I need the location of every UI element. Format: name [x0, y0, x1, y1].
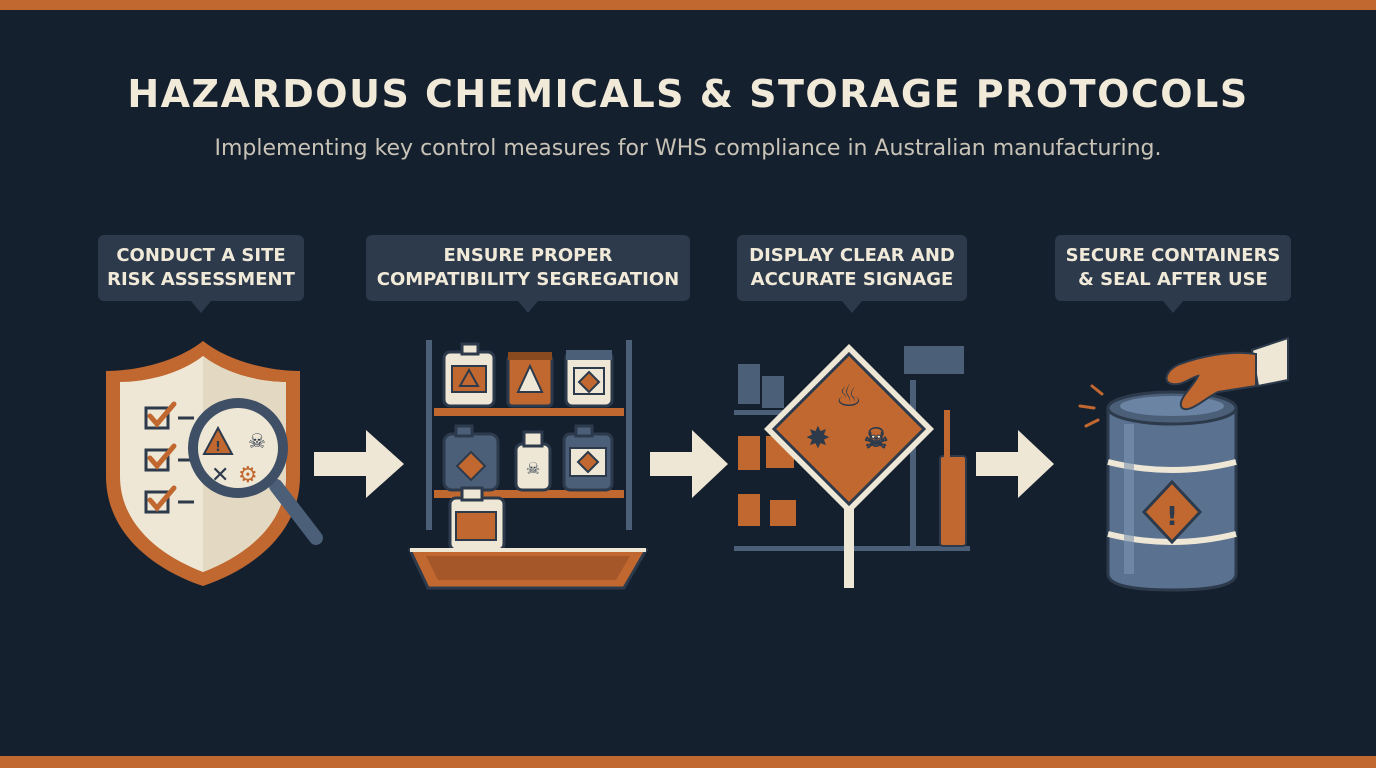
svg-text:☠: ☠	[863, 422, 888, 455]
hazard-sign-icon: ♨ ✸ ☠	[734, 344, 970, 588]
svg-text:♨: ♨	[836, 379, 863, 414]
step-2-callout: ENSURE PROPER COMPATIBILITY SEGREGATION	[366, 235, 690, 313]
bottom-accent-bar	[0, 756, 1376, 768]
svg-text:!: !	[1166, 502, 1178, 532]
step-3-callout: DISPLAY CLEAR AND ACCURATE SIGNAGE	[737, 235, 967, 313]
checklist-icon	[144, 406, 194, 514]
svg-text:☠: ☠	[248, 429, 266, 453]
step-1-callout: CONDUCT A SITE RISK ASSESSMENT	[98, 235, 304, 313]
magnifier-icon: ! ☠ ✕ ⚙	[188, 398, 323, 545]
page-title: HAZARDOUS CHEMICALS & STORAGE PROTOCOLS	[127, 72, 1249, 116]
page-subtitle: Implementing key control measures for WH…	[214, 136, 1162, 161]
top-accent-bar	[0, 0, 1376, 10]
svg-text:!: !	[215, 440, 221, 455]
arrow-right-icon	[976, 430, 1054, 498]
step-3-label-line1: DISPLAY CLEAR AND	[749, 245, 955, 266]
step-2-label-line1: ENSURE PROPER	[443, 245, 613, 266]
step-4-label-line2: & SEAL AFTER USE	[1078, 269, 1268, 290]
step-2-label-line2: COMPATIBILITY SEGREGATION	[376, 269, 680, 290]
chemical-shelf-icon: ☠	[407, 340, 649, 590]
step-1-label-line2: RISK ASSESSMENT	[107, 269, 295, 290]
arrow-right-icon	[314, 430, 404, 498]
svg-text:⚙: ⚙	[238, 463, 258, 488]
sealed-drum-icon: !	[1078, 336, 1289, 592]
shield-checklist-icon: ! ☠ ✕ ⚙	[106, 341, 323, 586]
hand-icon	[1165, 336, 1289, 411]
step-1-label-line1: CONDUCT A SITE	[116, 245, 286, 266]
svg-text:✕: ✕	[211, 463, 229, 488]
step-3-label-line2: ACCURATE SIGNAGE	[750, 269, 954, 290]
step-4-callout: SECURE CONTAINERS & SEAL AFTER USE	[1055, 235, 1291, 313]
arrow-right-icon	[650, 430, 728, 498]
step-4-label-line1: SECURE CONTAINERS	[1065, 245, 1281, 266]
svg-text:✸: ✸	[805, 421, 830, 456]
svg-text:☠: ☠	[526, 459, 540, 478]
